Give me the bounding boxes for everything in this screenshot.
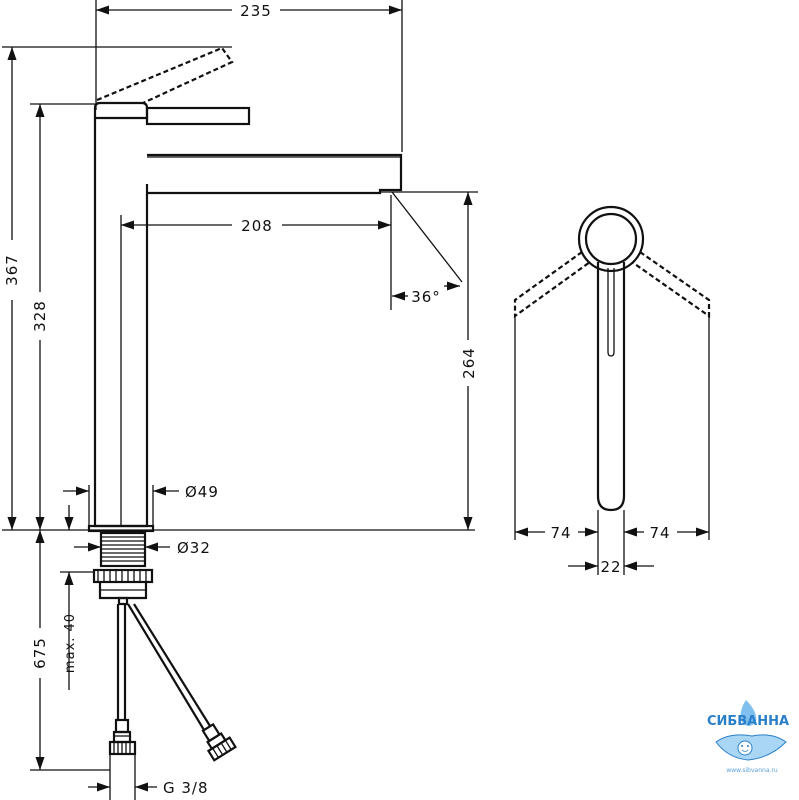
dim-max-counter: max. 40: [63, 613, 78, 673]
sibvanna-logo: СИБВАННА www.sibvanna.ru: [707, 700, 789, 774]
faucet-side-view: [513, 205, 711, 512]
dim-spout-reach: 208: [241, 217, 273, 235]
dim-width-total: 235: [240, 2, 272, 20]
dim-below-counter: 675: [31, 637, 49, 669]
dim-connection-thread: G 3/8: [163, 779, 209, 797]
logo-url: www.sibvanna.ru: [726, 767, 778, 774]
dim-height-body: 328: [31, 300, 49, 332]
dim-spout-angle: 36°: [411, 288, 441, 306]
dimension-lines-front: [2, 0, 478, 800]
dimension-lines-side: [514, 316, 710, 575]
dim-base-diameter: Ø49: [185, 483, 219, 501]
dim-side-width: 22: [600, 558, 621, 576]
dim-side-right: 74: [649, 524, 670, 542]
logo-name: СИБВАННА: [707, 714, 789, 729]
dim-height-total: 367: [3, 254, 21, 286]
dim-shank-diameter: Ø32: [177, 539, 211, 557]
water-drop-icon: [740, 700, 757, 726]
dim-spout-height: 264: [460, 347, 478, 379]
mascot-face-icon: [737, 740, 753, 756]
dimension-labels-front: 235 367 328 208 36° 264 Ø49 Ø32 max. 40 …: [3, 2, 478, 797]
faucet-front-view: [87, 46, 403, 762]
dimension-labels-side: 74 74 22: [550, 524, 670, 576]
dim-side-left: 74: [550, 524, 571, 542]
